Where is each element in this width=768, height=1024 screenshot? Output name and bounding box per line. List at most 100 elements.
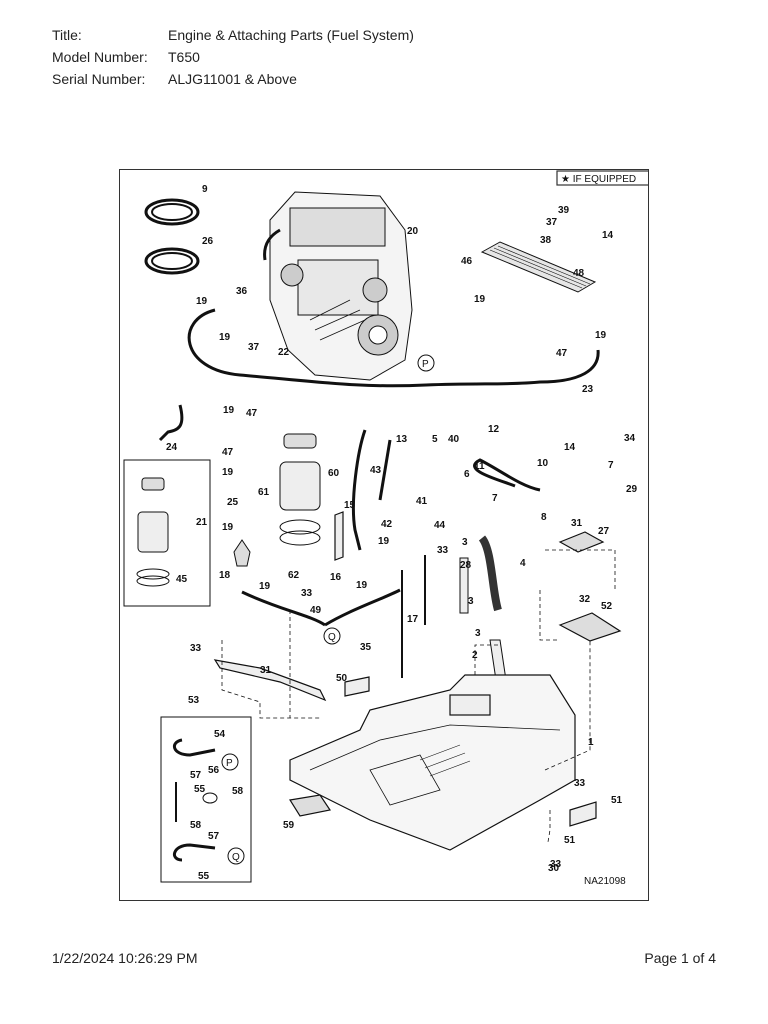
callout: 14	[564, 442, 576, 453]
callout: 3	[475, 628, 481, 639]
bracket-53	[558, 612, 622, 642]
callout: 26	[202, 236, 214, 247]
callout: 55	[194, 784, 206, 795]
callout: 13	[396, 434, 408, 445]
connector-q-label-2: Q	[232, 852, 240, 863]
callout: 37	[546, 217, 558, 228]
callout: 60	[328, 468, 340, 479]
callout: 49	[310, 605, 322, 616]
serial-value: ALJG11001 & Above	[168, 71, 297, 87]
fuel-line-26	[378, 439, 392, 501]
callout: 33	[437, 545, 449, 556]
fuel-line-27	[241, 590, 326, 627]
callout: 35	[360, 642, 372, 653]
fuel-cooler	[480, 241, 597, 293]
callout: 27	[598, 526, 610, 537]
serial-row: Serial Number: ALJG11001 & Above	[52, 68, 297, 90]
pickup-tube	[489, 639, 507, 681]
callout: 33	[301, 588, 313, 599]
callout: 38	[540, 235, 552, 246]
callout: 47	[222, 447, 234, 458]
callout: 10	[537, 458, 549, 469]
callout: 7	[492, 493, 498, 504]
callout: 19	[196, 296, 208, 307]
inset-filter-head	[141, 477, 165, 491]
callout: 45	[176, 574, 188, 585]
callout: 14	[602, 230, 614, 241]
title-row: Title:Engine & Attaching Parts (Fuel Sys…	[52, 24, 414, 46]
callout: 11	[474, 461, 485, 472]
callout: 19	[356, 580, 368, 591]
callout: 32	[579, 594, 591, 605]
callout: 52	[601, 601, 613, 612]
o-ring-28	[144, 247, 200, 275]
legend-box	[556, 170, 648, 186]
callout: 33	[190, 643, 202, 654]
callout: 22	[278, 347, 290, 358]
model-row: Model Number:T650	[52, 46, 200, 68]
inset-hose-bottom	[173, 843, 216, 862]
connector-p-top	[417, 354, 435, 372]
callout: 30	[548, 863, 560, 874]
parts-diagram: ★ IF EQUIPPED NA21098 P Q P Q 1 2 3 3 3 …	[119, 169, 649, 901]
o-ring-9-inner	[151, 203, 193, 221]
page-number: Page 1 of 4	[644, 950, 716, 966]
callout: 3	[468, 596, 474, 607]
callout: 19	[222, 467, 234, 478]
inset-box-hose	[160, 716, 252, 883]
inset-clamp-a	[136, 568, 170, 580]
callout: 61	[258, 487, 270, 498]
callout: 57	[208, 831, 220, 842]
callout: 20	[407, 226, 419, 237]
callout: 56	[208, 765, 220, 776]
model-value: T650	[168, 49, 200, 65]
callout: 53	[188, 695, 200, 706]
callout: 55	[198, 871, 210, 882]
bracket-15	[334, 511, 344, 561]
legend-text: ★ IF EQUIPPED	[561, 174, 636, 185]
callout: 9	[202, 184, 208, 195]
callout: 42	[381, 519, 393, 530]
connector-p-inset	[221, 753, 239, 771]
o-ring-28-inner	[151, 252, 193, 270]
callout: 59	[283, 820, 295, 831]
inset-filter-body	[137, 511, 169, 553]
fuel-filter	[279, 433, 321, 546]
fuel-tank	[289, 674, 576, 851]
callout: 1	[588, 737, 594, 748]
inset-clamp-b	[136, 575, 170, 587]
o-ring-9	[144, 198, 200, 226]
callouts: 1 2 3 3 3 4 5 6 7 7 8 9 10 11 12 13 14 1…	[166, 184, 638, 882]
callout: 39	[558, 205, 570, 216]
inset-hose-top	[173, 738, 216, 757]
callout: 2	[472, 650, 478, 661]
parts-diagram-svg: ★ IF EQUIPPED NA21098 P Q P Q 1 2 3 3 3 …	[123, 170, 648, 887]
pad-51b	[569, 801, 597, 827]
pad-51a	[344, 676, 370, 697]
callout: 15	[344, 500, 356, 511]
callout: 19	[474, 294, 486, 305]
callout: 19	[223, 405, 235, 416]
callout: 21	[196, 517, 208, 528]
fuel-hose-4	[478, 535, 502, 612]
callout: 31	[260, 665, 272, 676]
fuel-line-8	[473, 458, 541, 492]
callout: 19	[595, 330, 607, 341]
serial-label: Serial Number:	[52, 71, 146, 87]
callout: 62	[288, 570, 300, 581]
callout: 12	[488, 424, 500, 435]
callout: 17	[407, 614, 419, 625]
callout: 25	[227, 497, 239, 508]
fuel-sender	[459, 557, 469, 614]
callout: 46	[461, 256, 473, 267]
inset-clip	[202, 792, 218, 804]
inset-box-filter	[123, 459, 211, 607]
callout: 3	[462, 537, 468, 548]
callout: 19	[219, 332, 231, 343]
callout: 41	[416, 496, 428, 507]
callout: 54	[214, 729, 226, 740]
callout: 36	[236, 286, 248, 297]
callout: 58	[190, 820, 202, 831]
callout: 40	[448, 434, 460, 445]
callout: 4	[520, 558, 526, 569]
